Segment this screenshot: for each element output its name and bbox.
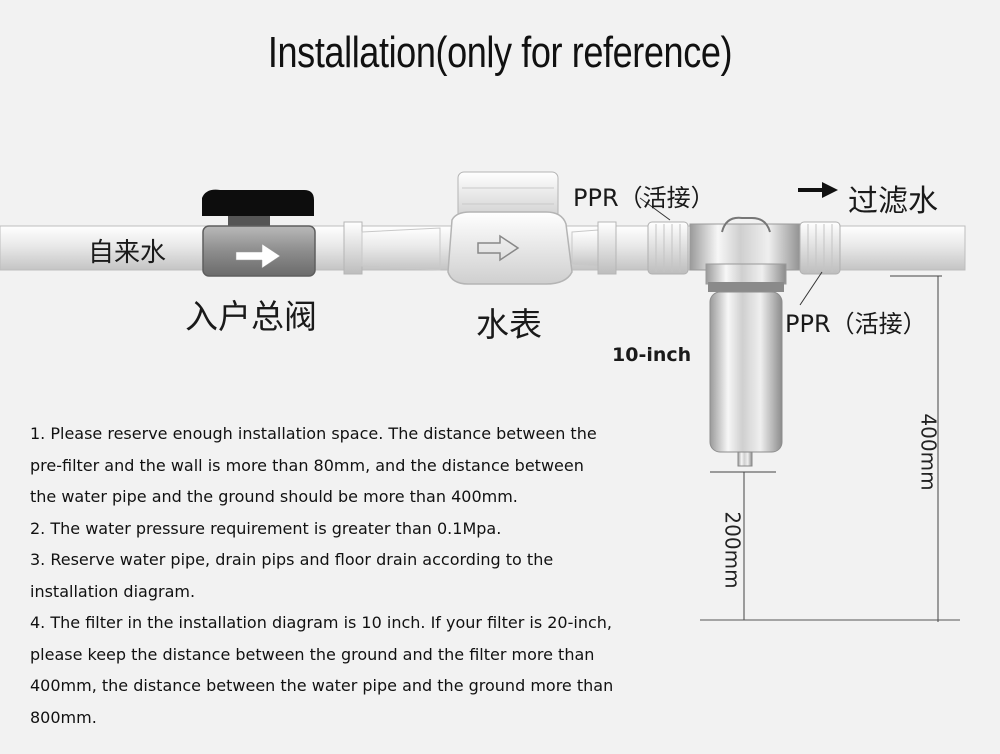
note-line: the water pipe and the ground should be … (30, 487, 518, 506)
dimension-200mm (710, 471, 776, 620)
label-filter-size: 10-inch (612, 344, 692, 366)
ppr-union-inlet (647, 221, 689, 275)
label-water-meter: 水表 (476, 305, 542, 344)
label-ppr-outlet: PPR（活接） (785, 310, 927, 338)
flow-arrow-icon (235, 243, 281, 269)
dimension-200mm-label: 200mm (720, 511, 745, 589)
note-line: 800mm. (30, 707, 97, 727)
note-line: 4. The filter in the installation diagra… (30, 613, 612, 632)
filter-head (689, 216, 803, 292)
water-meter (447, 171, 573, 285)
outlet-arrow-icon (798, 182, 838, 198)
pipe-coupling (343, 221, 363, 275)
label-filtered-water: 过滤水 (848, 184, 938, 219)
note-line: please keep the distance between the gro… (30, 644, 595, 664)
pipe-coupling (597, 221, 617, 275)
note-line: 400mm, the distance between the water pi… (30, 676, 614, 695)
note-line: pre-filter and the wall is more than 80m… (30, 455, 584, 475)
note-line: 2. The water pressure requirement is gre… (30, 518, 502, 538)
note-line: 3. Reserve water pipe, drain pips and fl… (30, 550, 554, 569)
label-main-valve: 入户总阀 (185, 297, 317, 336)
installation-notes: 1. Please reserve enough installation sp… (30, 418, 690, 733)
ppr-union-outlet (799, 221, 841, 275)
note-line: 1. Please reserve enough installation sp… (30, 424, 597, 443)
note-line: installation diagram. (30, 581, 196, 601)
label-water-source: 自来水 (88, 238, 167, 268)
main-valve (202, 189, 316, 277)
flow-arrow-icon (477, 234, 520, 262)
filter-housing (709, 291, 783, 467)
dimension-400mm-label: 400mm (916, 413, 941, 491)
label-ppr-inlet: PPR（活接） (573, 184, 715, 212)
page-title: Installation(only for reference) (267, 28, 733, 77)
